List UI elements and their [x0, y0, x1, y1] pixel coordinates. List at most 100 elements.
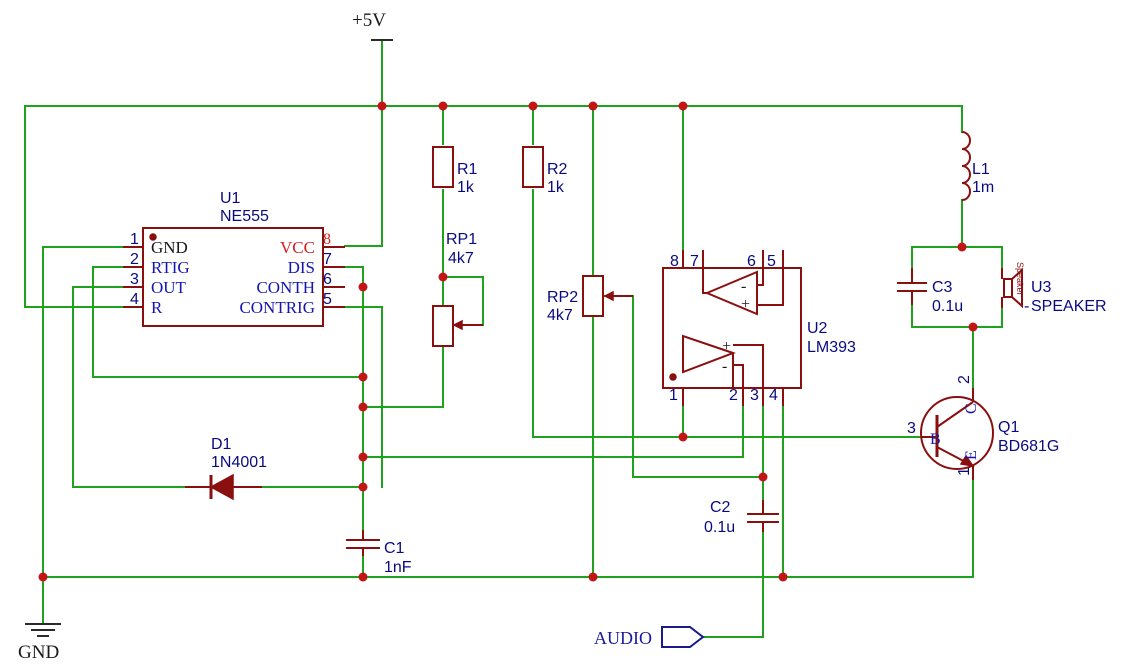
q1-body [920, 396, 994, 470]
u2-pin-number: 7 [690, 253, 699, 270]
u3-dash: - [1024, 298, 1029, 315]
l1-coil [961, 131, 971, 201]
junction-dot [438, 272, 448, 282]
u1-pin-name-rtig: RTIG [151, 258, 190, 277]
u2-comparator-top [704, 270, 758, 316]
r1-body [432, 146, 454, 188]
q1-transistor[interactable]: B C E 3 2 1 Q1 BD681G [907, 375, 1059, 480]
rp1-potentiometer[interactable]: RP1 4k7 [432, 231, 483, 347]
u2-internal-wire [702, 268, 707, 294]
u3-speaker[interactable]: Speaker U3 - SPEAKER [1001, 262, 1107, 315]
u1-pin-number: 8 [323, 231, 331, 248]
u1-pin-number: 5 [323, 291, 332, 308]
vcc-symbol: +5V [352, 10, 393, 41]
u2-lm393[interactable]: - + + - 8 7 6 5 1 2 3 4 U2 LM393 [662, 250, 856, 406]
u1-pin-name-r: R [151, 298, 163, 317]
rp2-wiper-arrow [603, 290, 614, 302]
u1-pin-number: 4 [130, 291, 139, 308]
wires [24, 39, 1003, 638]
junction-dot [38, 572, 48, 582]
q1-collector-line [936, 401, 974, 428]
r1-value: 1k [457, 179, 475, 196]
junction-dot [438, 101, 448, 111]
c1-capacitor[interactable]: C1 1nF [346, 530, 412, 576]
junction-dot [588, 101, 598, 111]
rp2-body [582, 275, 604, 317]
c3-reference: C3 [932, 279, 953, 296]
u1-pin-number: 7 [323, 251, 332, 268]
u1-pin-name-vcc: VCC [280, 238, 315, 257]
r2-reference: R2 [547, 161, 568, 178]
u2-top-plus-sign: + [741, 296, 750, 313]
l1-inductor[interactable]: L1 1m [961, 131, 994, 201]
q1-emitter-arrow [959, 454, 975, 468]
junction-dot [588, 572, 598, 582]
wire-out [72, 286, 186, 488]
u2-bottom-plus-sign: + [722, 338, 731, 355]
u2-pin1-marker [669, 373, 677, 381]
r1-resistor[interactable]: R1 1k [432, 146, 478, 196]
c3-capacitor[interactable]: C3 0.1u [897, 268, 963, 315]
rp1-value: 4k7 [448, 250, 474, 267]
u1-pin-number: 1 [130, 231, 139, 248]
junction-dot [358, 452, 368, 462]
u1-pin-name-conth: CONTH [256, 278, 315, 297]
wire-rp2-wiper [604, 295, 764, 478]
wire-r2-bot [532, 189, 922, 438]
u2-internal-wire [757, 268, 764, 286]
audio-label-text: AUDIO [594, 628, 652, 648]
u1-value: NE555 [220, 208, 269, 225]
speaker-cone [1011, 267, 1023, 309]
vcc-label: +5V [352, 10, 386, 31]
c2-capacitor[interactable]: C2 0.1u [704, 499, 779, 536]
junctions [38, 101, 978, 582]
wire-u1-vcc [344, 105, 383, 247]
u2-internal-wire [733, 364, 744, 388]
r2-resistor[interactable]: R2 1k [522, 146, 568, 196]
junction-dot [358, 572, 368, 582]
u2-top-minus-sign: - [741, 278, 746, 295]
d1-body [209, 473, 234, 501]
u2-comparator-bottom [682, 334, 736, 374]
junction-dot [528, 101, 538, 111]
gnd-label: GND [18, 642, 59, 663]
q1-pin-name-e: E [963, 450, 980, 460]
l1-value: 1m [972, 179, 994, 196]
u3-reference: U3 [1031, 279, 1052, 296]
junction-dot [358, 482, 368, 492]
c1-reference: C1 [384, 540, 405, 557]
u1-pin-number: 3 [130, 271, 139, 288]
junction-dot [678, 432, 688, 442]
q1-pin-number: 2 [956, 375, 973, 384]
u1-ne555[interactable]: 1 2 3 4 GND RTIG OUT R 8 7 6 5 VCC DIS C… [123, 190, 345, 327]
q1-pin-number: 1 [956, 467, 973, 476]
u1-pin-name-gnd: GND [151, 238, 188, 257]
u2-pin-number: 1 [669, 387, 678, 404]
wire-c3-bot [911, 304, 1003, 328]
wire-to-u2-p2 [362, 389, 744, 458]
c3-value: 0.1u [932, 298, 963, 315]
u1-pin-name-out: OUT [151, 278, 187, 297]
l1-reference: L1 [972, 161, 990, 178]
d1-value: 1N4001 [211, 454, 267, 471]
d1-diode[interactable]: D1 1N4001 [185, 436, 267, 501]
audio-net-label[interactable]: AUDIO [594, 626, 705, 648]
junction-dot [377, 101, 387, 111]
u2-pin-number: 6 [747, 253, 756, 270]
junction-dot [358, 402, 368, 412]
u1-reference: U1 [220, 190, 241, 207]
q1-pin-name-c: C [963, 403, 980, 414]
rp2-potentiometer[interactable]: RP2 4k7 [547, 275, 633, 324]
wire-dis [344, 266, 364, 531]
wire-gnd-u1 [42, 246, 124, 625]
u2-pin-number: 2 [729, 387, 738, 404]
r2-value: 1k [547, 179, 565, 196]
u2-reference: U2 [807, 320, 828, 337]
speaker-body-text: Speaker [1015, 262, 1025, 296]
u1-body [142, 227, 324, 327]
wire-c3-top [911, 246, 1003, 269]
rp2-value: 4k7 [547, 307, 573, 324]
gnd-symbol: GND [18, 623, 61, 663]
u2-pin-number: 4 [769, 387, 778, 404]
